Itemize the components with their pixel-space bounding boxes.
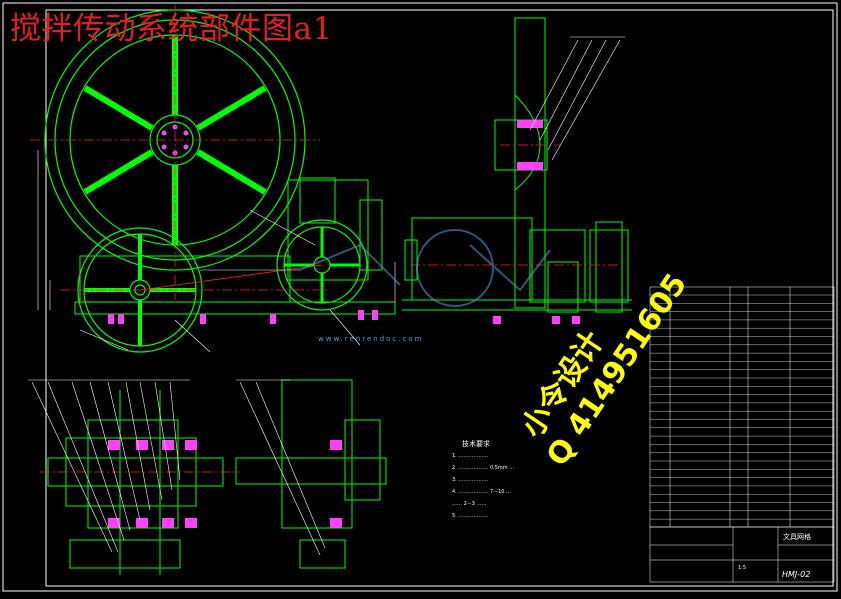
motor-housing	[287, 177, 383, 281]
leader-lines-lower-mid	[236, 379, 326, 556]
belt-line	[139, 264, 323, 291]
side-view-hatch	[493, 120, 580, 324]
outer-frame	[2, 2, 838, 592]
technical-requirements: 技术要求 1. ……………… 2. ……………… 0.5mm … 3. ……………	[452, 438, 682, 522]
drawing-number: HMJ-02	[782, 570, 811, 579]
drawing-scale: 1:5	[738, 565, 747, 571]
base-frame	[74, 255, 396, 315]
base-bolts	[108, 310, 378, 324]
tech-req-heading: 技术要求	[462, 440, 490, 448]
leader-lines-lower-left	[28, 379, 190, 553]
section-view-mid-hatch	[330, 440, 342, 528]
tech-req-line: 2. ……………… 0.5mm …	[452, 465, 515, 471]
tech-req-line: 4. ……………… 7－10 …	[452, 489, 512, 495]
leader-lines-top	[529, 36, 625, 161]
page-title: 搅拌传动系统部件图a1	[10, 11, 333, 47]
drive-pulley	[276, 219, 368, 311]
tech-req-line: …… 2－3 ……	[452, 501, 487, 507]
watermark-site: www.renrendoc.com	[318, 335, 424, 343]
tech-req-line: 3. ………………	[452, 477, 489, 483]
renrendoc-logo	[299, 229, 551, 307]
title-block	[649, 526, 835, 583]
parts-list-rows	[650, 294, 834, 520]
section-view-mid	[235, 379, 387, 569]
tech-req-line: 1. ………………	[452, 453, 489, 459]
title-block-name: 文具网格	[783, 533, 811, 541]
inner-frame	[45, 9, 834, 587]
dimension-lines	[37, 150, 396, 353]
tech-req-line: 5. ………………	[452, 513, 489, 519]
section-view-left	[47, 390, 224, 575]
section-view-left-hatch	[108, 440, 197, 528]
